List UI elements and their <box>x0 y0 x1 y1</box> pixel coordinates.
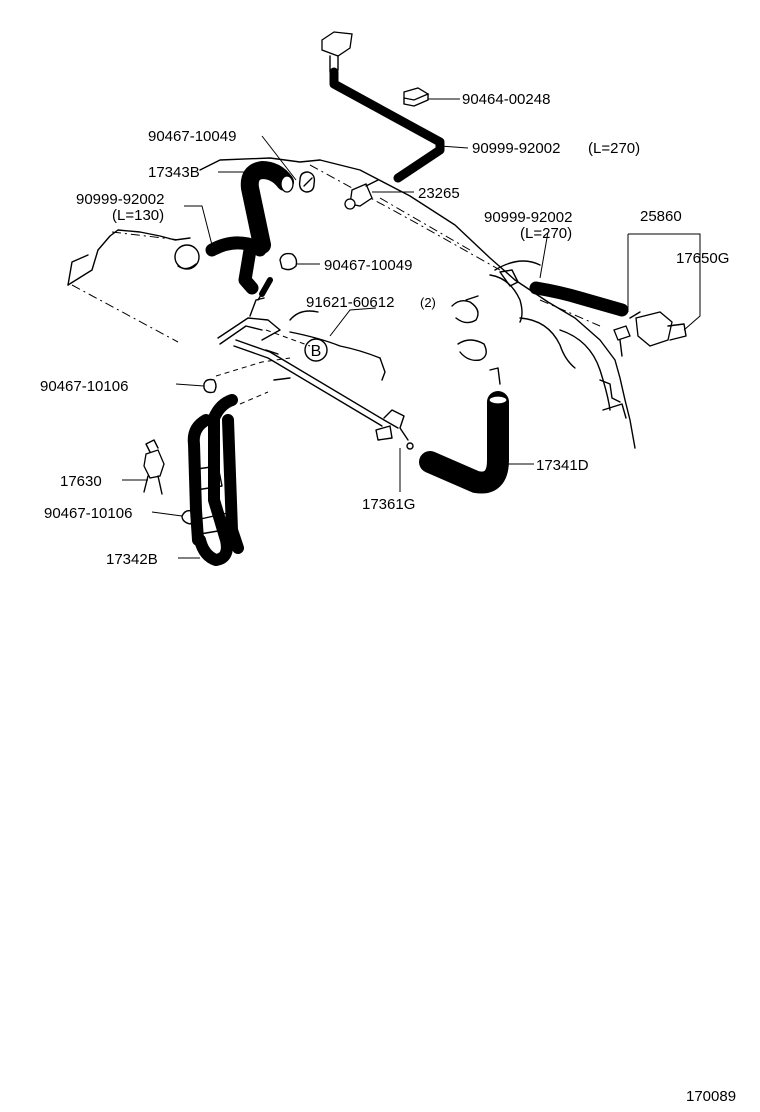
label-25860[interactable]: 25860 <box>640 208 682 225</box>
engine-port <box>174 244 200 270</box>
clamp-90467-10049-lower[interactable] <box>279 252 298 271</box>
top-vacuum-hose[interactable] <box>321 31 445 183</box>
label-90999-92002-left-length: (L=130) <box>112 207 164 224</box>
bolt-guides <box>215 329 311 405</box>
label-23265[interactable]: 23265 <box>418 185 460 202</box>
reference-b-label: B <box>311 343 322 360</box>
clamp-90467-10106-lower[interactable] <box>181 509 196 525</box>
label-90467-10049-upper[interactable]: 90467-10049 <box>148 128 236 145</box>
clip-90464-00248[interactable] <box>403 87 430 107</box>
label-90467-10049-lower[interactable]: 90467-10049 <box>324 257 412 274</box>
label-90999-92002-top[interactable]: 90999-92002 <box>472 140 560 157</box>
label-90999-92002-right-length: (L=270) <box>520 225 572 242</box>
label-17342B[interactable]: 17342B <box>106 551 158 568</box>
label-17650G[interactable]: 17650G <box>676 250 729 267</box>
part-labels: 90464-00248 90999-92002 (L=270) 90467-10… <box>40 91 736 1105</box>
label-17630[interactable]: 17630 <box>60 473 102 490</box>
hose-17341D[interactable] <box>419 391 509 494</box>
label-90999-92002-right[interactable]: 90999-92002 <box>484 209 572 226</box>
label-91621-60612[interactable]: 91621-60612 <box>306 294 394 311</box>
valve-17630[interactable] <box>143 439 165 495</box>
center-lines <box>71 164 601 343</box>
label-90999-92002-left[interactable]: 90999-92002 <box>76 191 164 208</box>
vsv-25860[interactable] <box>613 311 687 357</box>
label-17343B[interactable]: 17343B <box>148 164 200 181</box>
diagram-number: 170089 <box>686 1088 736 1105</box>
label-17361G[interactable]: 17361G <box>362 496 415 513</box>
hose-90999-92002-l130[interactable] <box>205 236 267 295</box>
hose-90999-92002-right[interactable] <box>499 269 629 317</box>
label-17341D[interactable]: 17341D <box>536 457 589 474</box>
label-91621-60612-qty: (2) <box>420 295 436 310</box>
label-90999-92002-top-length: (L=270) <box>588 140 640 157</box>
label-90464-00248[interactable]: 90464-00248 <box>462 91 550 108</box>
engine-outline <box>67 157 636 449</box>
clamp-90467-10106-upper[interactable] <box>203 378 217 394</box>
reference-circle-b[interactable]: B <box>304 338 328 362</box>
clamp-90467-10049-upper[interactable] <box>298 171 316 193</box>
leader-lines <box>122 98 701 559</box>
hose-17342B[interactable] <box>187 394 244 566</box>
label-90467-10106-upper[interactable]: 90467-10106 <box>40 378 128 395</box>
label-90467-10106-lower[interactable]: 90467-10106 <box>44 505 132 522</box>
hose-17343B[interactable] <box>240 161 294 254</box>
engine-bracket-mid <box>451 295 501 385</box>
short-pipe <box>257 277 273 301</box>
fitting-23265[interactable] <box>344 179 379 210</box>
bracket-17361G[interactable] <box>217 297 414 450</box>
